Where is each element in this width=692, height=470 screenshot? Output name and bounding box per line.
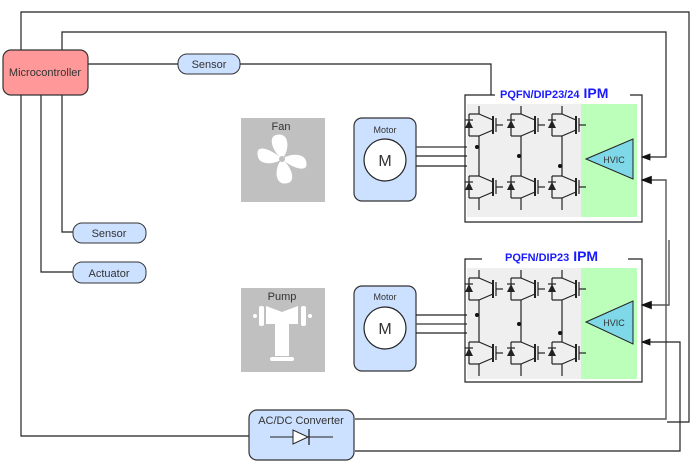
wire-mcu-to-ipm-top-hvic [61, 31, 667, 161]
wire-converter-ipm-top [355, 175, 667, 420]
wire-sensor-to-ipm-top [240, 63, 492, 95]
motor-bottom-symbol: M [378, 321, 391, 338]
sensor-top-label: Sensor [192, 59, 227, 71]
wire-mcu-sensor-left [61, 95, 73, 233]
ipm-bottom-hvic: HVIC [584, 300, 634, 345]
ipm-top-igbt-bridge [464, 105, 587, 211]
motor-top-symbol: M [378, 153, 391, 170]
sensor-left-label: Sensor [92, 228, 127, 240]
acdc-converter-block[interactable]: AC/DC Converter [248, 409, 355, 461]
motor-bottom-icon [363, 306, 407, 350]
ipm-top-switch-area [467, 104, 581, 217]
motor-top-block[interactable]: Motor M [353, 117, 417, 202]
motor-top-title: Motor [373, 125, 396, 135]
fan-icon [257, 134, 307, 184]
wire-converter-ipm-bottom [355, 338, 681, 452]
wire-mcu-actuator [40, 95, 73, 273]
acdc-converter-label: AC/DC Converter [258, 415, 344, 427]
wire-ipm-bottom-hvic-in [640, 240, 670, 310]
motor-bottom-block[interactable]: Motor M [353, 285, 417, 372]
wire-mcu-top-outer [20, 11, 690, 423]
pump-label: Pump [268, 291, 297, 303]
motor-bottom-title: Motor [373, 292, 396, 302]
ipm-bottom-module[interactable]: PQFN/DIP23 IPM HVIC [464, 248, 643, 383]
microcontroller-label: Microcontroller [9, 67, 81, 79]
microcontroller-block[interactable]: Microcontroller [2, 49, 89, 96]
actuator-label: Actuator [89, 268, 130, 280]
wires [20, 11, 690, 452]
actuator-block[interactable]: Actuator [72, 261, 147, 284]
ipm-top-title: PQFN/DIP23/24 [500, 89, 580, 101]
ipm-top-hvic-label: HVIC [603, 155, 625, 165]
fan-block: Fan [241, 118, 325, 202]
ipm-bottom-igbt-bridge [464, 269, 587, 377]
diode-icon [270, 429, 333, 445]
ipm-bottom-title: PQFN/DIP23 [505, 252, 569, 264]
ipm-top-hvic: HVIC [584, 138, 634, 180]
pump-block: Pump [241, 288, 325, 372]
wire-mcu-converter [20, 95, 249, 437]
ipm-bottom-title-suffix: IPM [573, 248, 598, 264]
motor-top-icon [363, 138, 407, 182]
ipm-bottom-hvic-label: HVIC [603, 318, 625, 328]
fan-label: Fan [272, 121, 291, 133]
sensor-top-block[interactable]: Sensor [177, 53, 241, 75]
pump-icon [253, 306, 312, 361]
ipm-top-title-suffix: IPM [583, 85, 608, 101]
sensor-left-block[interactable]: Sensor [72, 222, 147, 244]
